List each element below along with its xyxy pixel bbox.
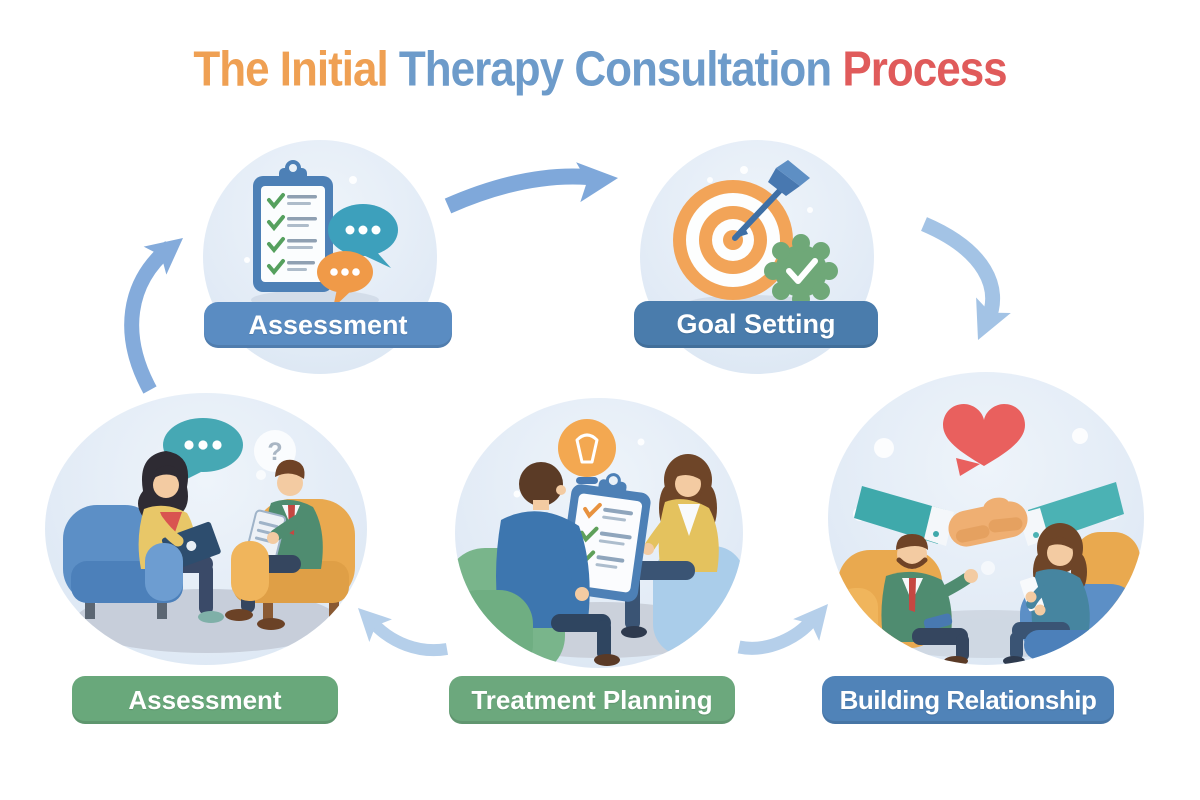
arrow-toward-assessment-scene [358, 608, 449, 657]
chat-bubble-teal-icon [328, 204, 398, 268]
title-part-3: Process [842, 42, 1007, 97]
arrow-goal-setting-down [920, 217, 1011, 340]
title-part-2: Therapy Consultation [398, 42, 843, 97]
stage-label-building-relationship: Building Relationship [822, 676, 1114, 724]
armchair-orange-armrest [231, 541, 269, 601]
dart-arrow-icon [732, 160, 810, 241]
client-woman-figure [1003, 523, 1090, 665]
stage-circle-treatment-planning [455, 398, 743, 668]
chat-bubble-orange-icon [317, 251, 373, 308]
assessment-scene-illustration: ? [63, 418, 355, 653]
armchair-blue-armrest [145, 543, 183, 601]
treatment-plan-clipboard-icon [558, 473, 651, 602]
assessment-icon-illustration [244, 160, 398, 310]
chair-green-front [455, 590, 533, 668]
therapist-man-figure [881, 534, 978, 665]
arrow-up-to-assessment [124, 238, 183, 394]
arrow-assessment-to-goal-setting [444, 162, 618, 214]
client-woman-figure [621, 454, 719, 638]
stage-circle-building-relationship [828, 372, 1144, 665]
title-part-1: The Initial [193, 42, 399, 97]
svg-text:?: ? [267, 438, 282, 466]
heart-icon [943, 404, 1025, 476]
stage-label-treatment-planning: Treatment Planning [449, 676, 735, 724]
stage-label-assessment-bottom: Assessment [72, 676, 338, 724]
check-badge-icon [764, 234, 838, 308]
stage-label-goal-setting: Goal Setting [634, 301, 878, 348]
page-title: The Initial Therapy Consultation Process [0, 42, 1200, 98]
arrow-toward-building-relationship [737, 604, 828, 655]
stage-circle-assessment-scene: ? [45, 393, 367, 665]
armchair-orange-left-armrest [836, 588, 878, 650]
goal-setting-icon-illustration [673, 160, 838, 315]
building-relationship-scene-illustration [836, 404, 1140, 665]
treatment-planning-scene-illustration [455, 419, 743, 668]
stage-label-assessment-top: Assessment [204, 302, 452, 348]
armchair-blue-right-front [1024, 630, 1136, 660]
clipboard-checklist-icon [253, 160, 333, 292]
